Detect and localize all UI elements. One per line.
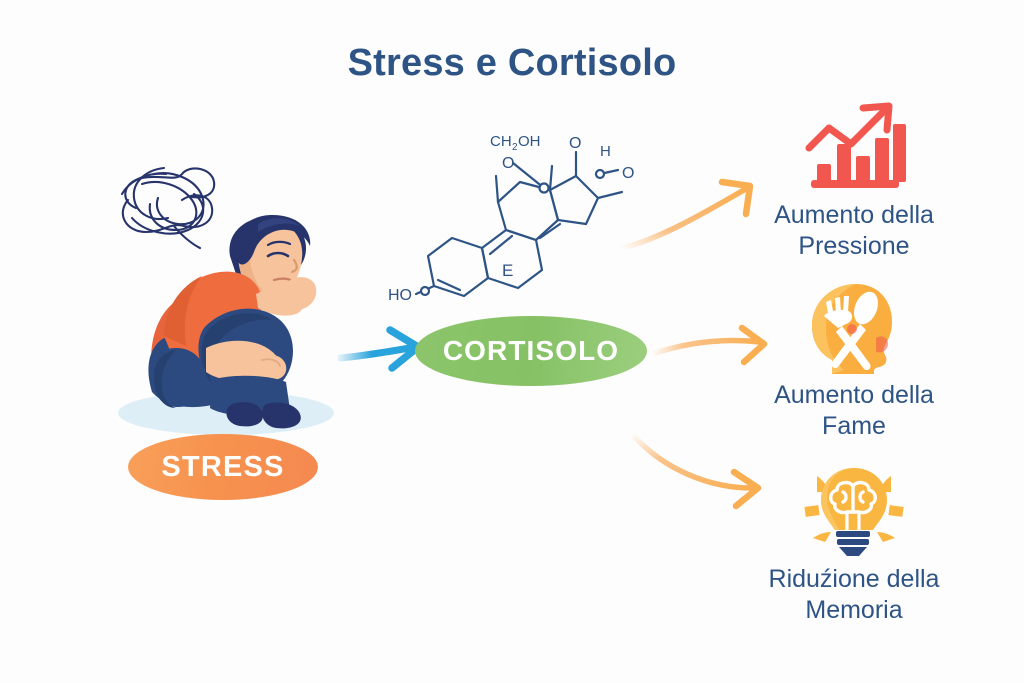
arrow-to-hunger-effect	[648, 318, 784, 382]
svg-text:2: 2	[512, 142, 518, 153]
svg-text:O: O	[502, 155, 514, 172]
effect-item-pressure: Aumento della Pressione	[724, 98, 984, 261]
effect-label-pressure-line1: Aumento della	[774, 201, 934, 229]
head-fork-spoon-icon	[724, 278, 984, 374]
effect-label-hunger-line1: Aumento della	[774, 381, 934, 409]
svg-text:H: H	[600, 143, 611, 160]
arrow-to-pressure-effect	[618, 168, 776, 254]
cortisolo-badge-label: CORTISOLO	[442, 335, 620, 366]
effect-label-memory: Riduźione della Memoria	[724, 564, 984, 625]
arrow-to-memory-effect	[628, 418, 786, 514]
svg-text:CH: CH	[490, 133, 512, 150]
effect-label-hunger-line2: Fame	[822, 411, 886, 440]
bar-chart-rising-icon	[724, 98, 984, 194]
stress-badge: STRESS	[128, 434, 318, 500]
lightbulb-brain-icon	[724, 462, 984, 558]
svg-text:O: O	[569, 135, 581, 152]
effect-label-hunger: Aumento della Fame	[724, 380, 984, 441]
effect-label-pressure: Aumento della Pressione	[724, 200, 984, 261]
effect-label-pressure-line2: Pressione	[798, 231, 910, 260]
svg-text:OH: OH	[518, 133, 541, 150]
page-title: Stress e Cortisolo	[347, 42, 677, 84]
effect-item-hunger: Aumento della Fame	[724, 278, 984, 441]
svg-text:E: E	[502, 261, 513, 280]
effect-label-memory-line2: Memoria	[805, 595, 903, 624]
stress-badge-label: STRESS	[161, 450, 285, 483]
svg-text:HO: HO	[388, 287, 412, 304]
svg-text:O: O	[622, 165, 634, 182]
effect-item-memory: Riduźione della Memoria	[724, 462, 984, 625]
stressed-person-illustration	[108, 160, 358, 460]
effect-label-memory-line1: Riduźione della	[768, 565, 940, 593]
cortisol-molecule-diagram: CH 2 OH O O H O HO E	[378, 128, 648, 318]
cortisolo-badge: CORTISOLO	[415, 316, 647, 386]
